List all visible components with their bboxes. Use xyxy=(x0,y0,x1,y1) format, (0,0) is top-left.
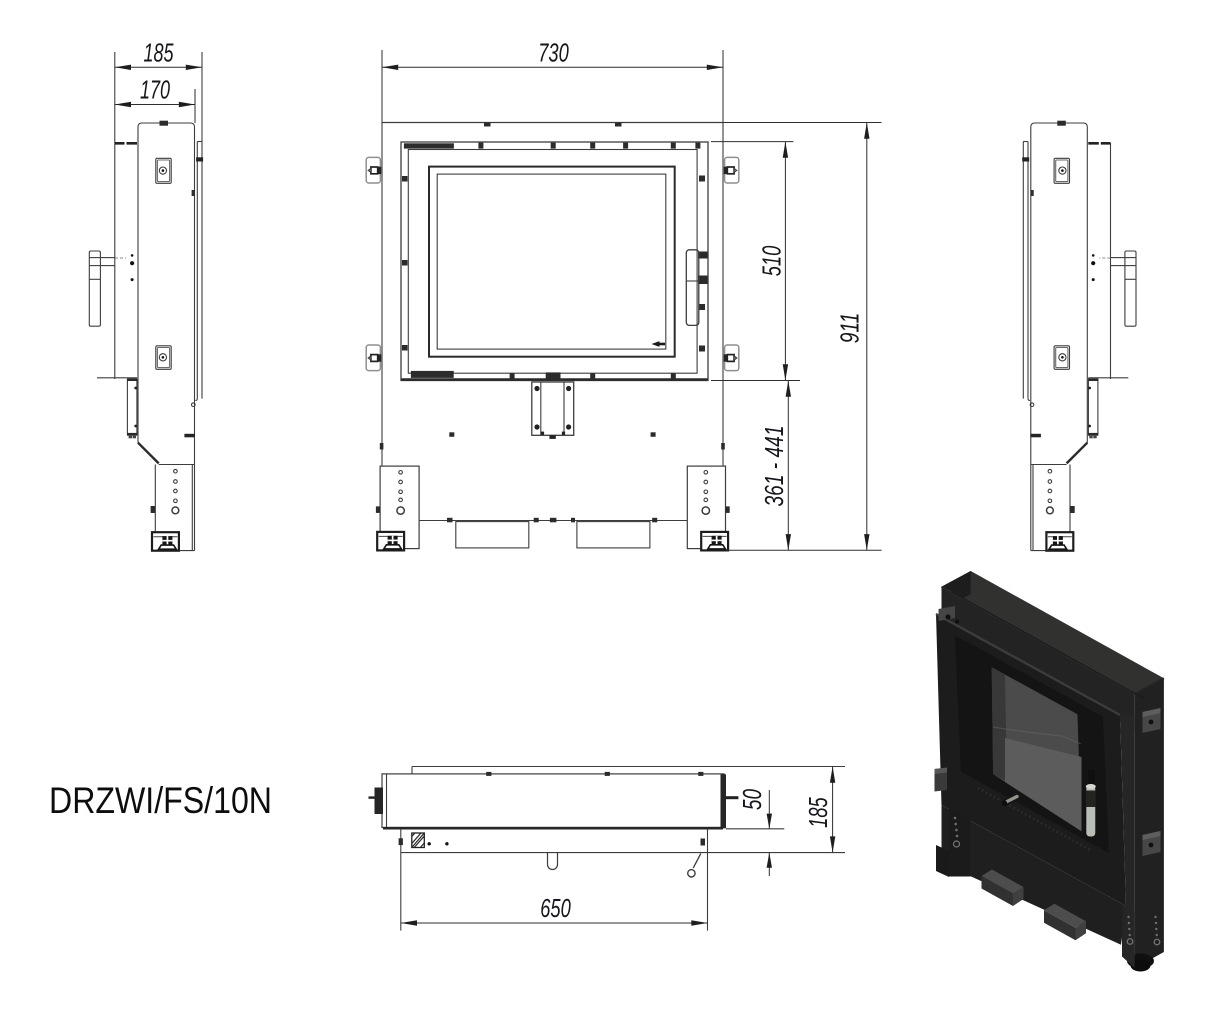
svg-text:185: 185 xyxy=(805,797,833,828)
svg-text:650: 650 xyxy=(540,895,571,923)
svg-text:730: 730 xyxy=(538,40,569,68)
svg-text:185: 185 xyxy=(144,40,175,68)
svg-text:50: 50 xyxy=(739,789,767,810)
svg-text:170: 170 xyxy=(140,77,170,105)
svg-text:510: 510 xyxy=(759,246,787,277)
svg-text:DRZWI/FS/10N: DRZWI/FS/10N xyxy=(49,780,272,821)
svg-text:361 - 441: 361 - 441 xyxy=(761,426,789,507)
svg-text:911: 911 xyxy=(837,313,865,344)
